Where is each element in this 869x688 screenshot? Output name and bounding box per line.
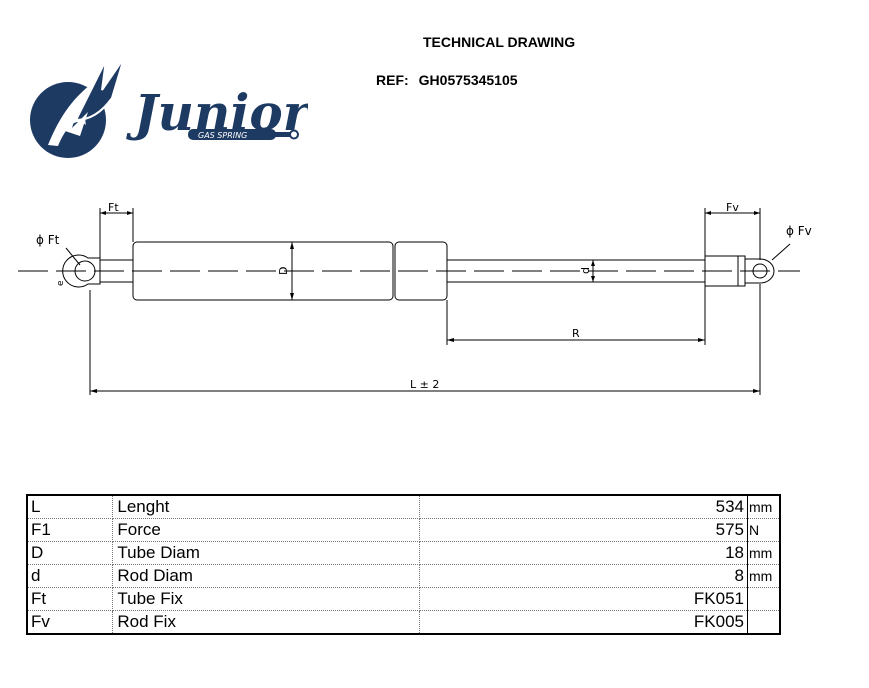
rod-eye-fitting: [744, 258, 775, 284]
spec-unit: mm: [747, 495, 780, 519]
spec-code: d: [27, 564, 114, 588]
junior-logo: Junior GAS SPRING: [30, 57, 308, 158]
spec-name: Tube Fix: [112, 587, 420, 611]
logo-tagline: GAS SPRING: [198, 131, 247, 140]
arrowheads: [90, 211, 760, 393]
spec-value: FK005: [419, 610, 749, 635]
spec-unit: [747, 587, 780, 611]
label-rod-diam: d: [579, 267, 592, 274]
label-tube-diam: D: [277, 267, 290, 275]
ref-value: GH0575345105: [418, 72, 518, 88]
spec-value: 8: [419, 564, 749, 588]
spec-name: Force: [112, 518, 420, 542]
label-phi-fv: ϕ Fv: [786, 224, 812, 238]
gas-spring-drawing: Ft ϕ Ft Fv ϕ Fv D d R L ± 2 e: [18, 201, 812, 395]
spec-code: Fv: [27, 610, 114, 635]
label-stroke: R: [572, 327, 580, 340]
spec-value: 534: [419, 495, 749, 519]
spec-code: Ft: [27, 587, 114, 611]
spec-unit: N: [747, 518, 780, 542]
logo-emblem-icon: [30, 57, 125, 158]
label-phi-ft: ϕ Ft: [36, 233, 60, 247]
label-fv: Fv: [726, 201, 739, 214]
spec-unit: [747, 610, 780, 635]
spec-unit: mm: [747, 564, 780, 588]
spec-name: Lenght: [112, 495, 420, 519]
tube-eye-fitting: [62, 254, 101, 288]
spec-unit: mm: [747, 541, 780, 565]
spec-value: 18: [419, 541, 749, 565]
ref-label: REF:: [376, 72, 409, 88]
logo-gas-spring-bar: GAS SPRING: [188, 129, 299, 140]
document-title: TECHNICAL DRAWING: [423, 34, 576, 50]
tube-body: [132, 241, 394, 301]
label-ft: Ft: [108, 201, 119, 214]
spec-code: D: [27, 541, 114, 565]
label-eye-offset: e: [56, 280, 66, 286]
spec-code: L: [27, 495, 114, 519]
spec-name: Rod Diam: [112, 564, 420, 588]
label-length: L ± 2: [410, 378, 439, 391]
reference-line: REF: GH0575345105: [376, 72, 518, 88]
spec-name: Tube Diam: [112, 541, 420, 565]
spec-code: F1: [27, 518, 114, 542]
spec-value: FK051: [419, 587, 749, 611]
spec-name: Rod Fix: [112, 610, 420, 635]
spec-value: 575: [419, 518, 749, 542]
